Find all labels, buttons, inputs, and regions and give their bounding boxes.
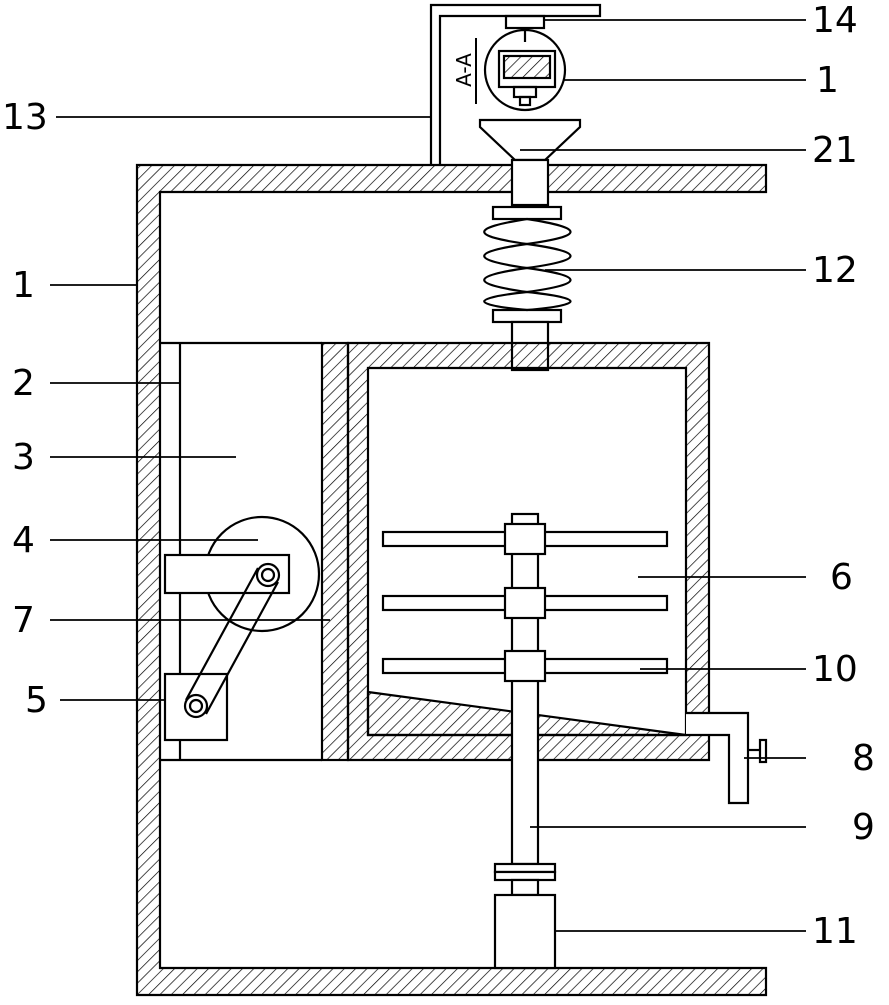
leader-lines xyxy=(50,19,806,932)
section-mark: A-A xyxy=(452,38,477,104)
part-labels: 14 1 13 21 1 12 2 3 4 6 7 10 5 8 9 11 xyxy=(2,0,875,952)
connecting-rod xyxy=(183,567,279,719)
label-12: 12 xyxy=(812,250,858,291)
motor xyxy=(493,862,557,970)
drive-chamber xyxy=(160,341,350,762)
label-7: 7 xyxy=(12,600,35,641)
label-14: 14 xyxy=(812,0,858,41)
stirrer-blades xyxy=(381,522,669,683)
label-2: 2 xyxy=(12,363,35,404)
slider-block-lower xyxy=(163,672,229,742)
label-13: 13 xyxy=(2,97,48,138)
section-label: A-A xyxy=(452,53,476,87)
label-10: 10 xyxy=(812,649,858,690)
label-11: 11 xyxy=(812,911,858,952)
slider-block-upper xyxy=(163,553,291,595)
sensor-assembly xyxy=(483,14,567,112)
label-1: 1 xyxy=(12,265,35,306)
support-bracket xyxy=(429,3,602,165)
outlet-valve xyxy=(686,711,768,805)
label-1-sensor: 1 xyxy=(816,60,839,101)
outer-frame xyxy=(135,163,768,997)
label-8: 8 xyxy=(852,738,875,779)
label-9: 9 xyxy=(852,807,875,848)
label-4: 4 xyxy=(12,520,35,561)
stirrer-shaft xyxy=(510,512,540,866)
label-21: 21 xyxy=(812,130,858,171)
label-3: 3 xyxy=(12,437,35,478)
label-6: 6 xyxy=(830,557,853,598)
label-5: 5 xyxy=(25,680,48,721)
